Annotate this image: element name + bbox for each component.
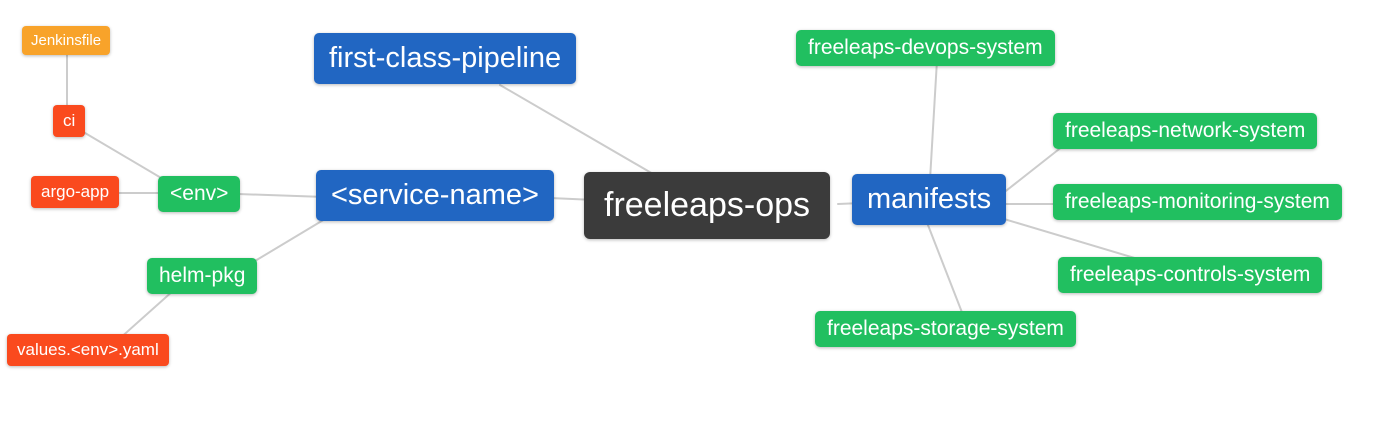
node-freeleaps-storage-system[interactable]: freeleaps-storage-system — [815, 311, 1076, 348]
node-ci[interactable]: ci — [53, 105, 86, 137]
edge-manifests-to-freeleaps-storage-system — [925, 219, 964, 316]
node-jenkinsfile[interactable]: Jenkinsfile — [22, 26, 111, 56]
node-freeleaps-devops-system[interactable]: freeleaps-devops-system — [796, 30, 1055, 67]
edge-env-to-service-name — [237, 193, 326, 198]
edge-manifests-to-freeleaps-devops-system — [929, 59, 938, 181]
node-freeleaps-controls-system[interactable]: freeleaps-controls-system — [1058, 257, 1323, 294]
edge-manifests-to-freeleaps-controls-system — [1003, 218, 1149, 263]
edge-first-class-pipeline-to-freeleaps-ops — [499, 84, 661, 179]
node-freeleaps-monitoring-system[interactable]: freeleaps-monitoring-system — [1053, 184, 1342, 221]
node-env[interactable]: <env> — [158, 176, 241, 213]
node-manifests[interactable]: manifests — [852, 174, 1007, 226]
node-argo-app[interactable]: argo-app — [31, 176, 120, 208]
node-values-env-yaml[interactable]: values.<env>.yaml — [7, 334, 169, 366]
edge-helm-pkg-to-values-env-yaml — [117, 289, 175, 341]
node-service-name[interactable]: <service-name> — [316, 170, 554, 222]
node-helm-pkg[interactable]: helm-pkg — [147, 258, 258, 295]
edge-ci-to-env — [79, 129, 169, 183]
edge-manifests-to-freeleaps-network-system — [1001, 145, 1064, 195]
node-freeleaps-ops[interactable]: freeleaps-ops — [584, 172, 831, 240]
node-freeleaps-network-system[interactable]: freeleaps-network-system — [1053, 113, 1318, 150]
node-first-class-pipeline[interactable]: first-class-pipeline — [314, 33, 577, 85]
edge-service-name-to-helm-pkg — [249, 215, 331, 265]
